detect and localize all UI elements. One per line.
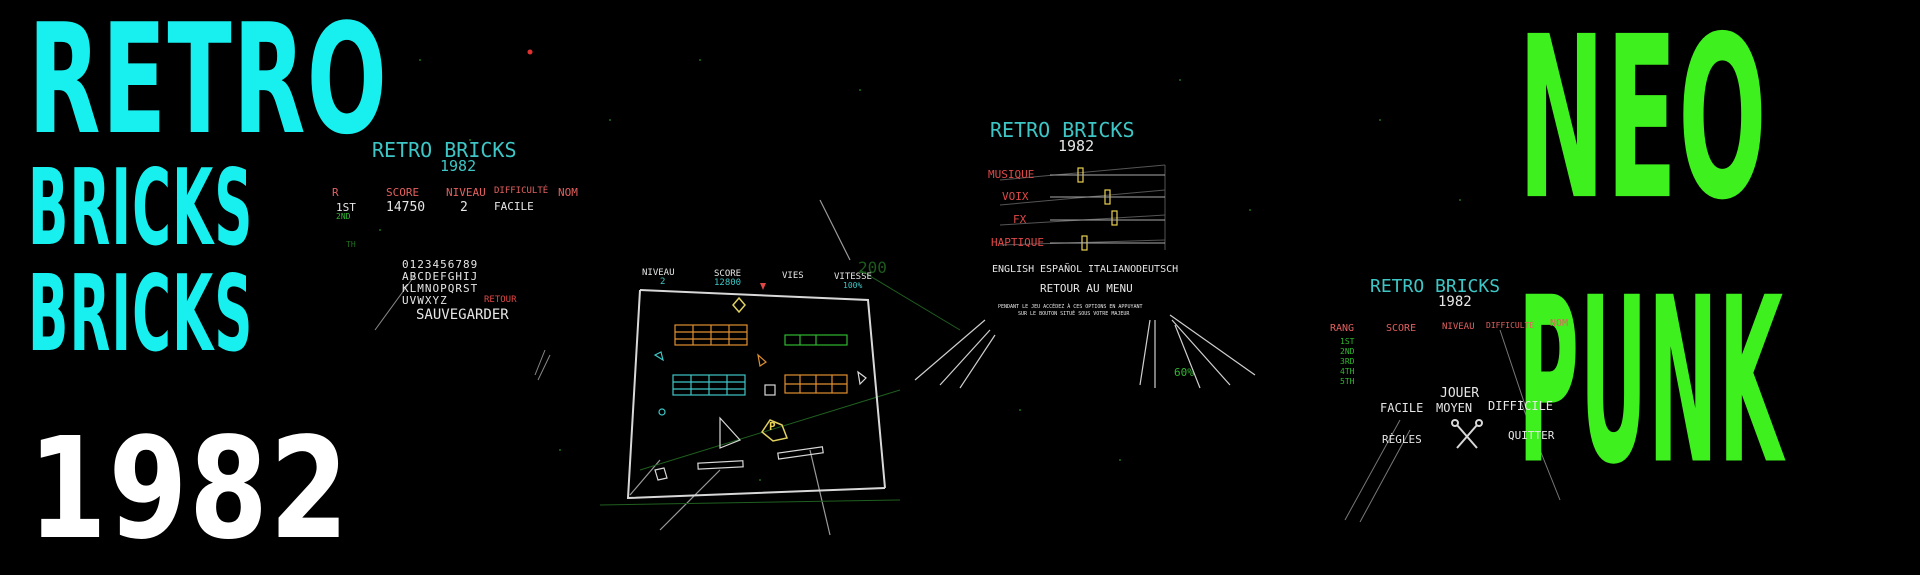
screen4-rank-4: 4TH [1340, 367, 1355, 376]
title-neo: NEO [1518, 0, 1768, 250]
screen4-header-name: NOM [1550, 318, 1569, 329]
powerup-letter: P [769, 420, 776, 433]
options-percent: 60% [1174, 366, 1194, 379]
difficulty-easy[interactable]: FACILE [1380, 401, 1424, 415]
hud-speed-label: VITESSE [834, 272, 872, 282]
red-dot [527, 49, 533, 55]
lang-english[interactable]: ENGLISH [992, 264, 1035, 275]
lang-italiano[interactable]: ITALIANO [1088, 264, 1137, 275]
hud-lives-label: VIES [782, 271, 804, 281]
keyboard-back-button[interactable]: RETOUR [484, 295, 517, 305]
screen4-rank-5: 5TH [1340, 377, 1355, 386]
option-music[interactable]: MUSIQUE [988, 168, 1035, 181]
screen1-header-rank: R [332, 186, 339, 199]
lang-espanol[interactable]: ESPAÑOL [1040, 264, 1083, 275]
screen4-header-score: SCORE [1386, 323, 1417, 334]
screen4-rank-1: 1ST [1340, 337, 1355, 346]
option-voice[interactable]: VOIX [1002, 190, 1029, 203]
keyboard-row-a-j[interactable]: ABCDEFGHIJ [402, 270, 479, 283]
screen1-header-score: SCORE [386, 186, 420, 199]
game-field [626, 289, 886, 500]
screen4-rank-2: 2ND [1340, 347, 1355, 356]
keyboard-row-digits[interactable]: 0123456789 [402, 258, 479, 271]
screen1-difficulty: FACILE [494, 200, 534, 213]
options-note-line1: PENDANT LE JEU ACCÉDEZ À CES OPTIONS EN … [998, 304, 1143, 310]
save-button[interactable]: SAUVEGARDER [416, 307, 509, 323]
screen1-rank: 1ST [336, 201, 356, 214]
difficulty-medium[interactable]: MOYEN [1436, 401, 1473, 415]
option-fx[interactable]: FX [1013, 213, 1027, 226]
screen4-header-rank: RANG [1330, 323, 1355, 334]
screen1-header-difficulty: DIFFICULTÉ [494, 186, 549, 196]
rules-button[interactable]: RÈGLES [1382, 433, 1422, 446]
screen1-header-level: NIVEAU [446, 186, 486, 199]
screen4-rank-3: 3RD [1340, 357, 1355, 366]
screen4-header-difficulty: DIFFICULTÉ [1486, 321, 1535, 330]
keyboard-row-u-z[interactable]: UVWXYZ [402, 294, 448, 307]
screen1-title: RETRO BRICKS [372, 138, 517, 162]
screen4-title: RETRO BRICKS [1370, 276, 1501, 297]
screen4-year: 1982 [1438, 294, 1472, 310]
hud-level-label: NIVEAU [642, 268, 675, 278]
play-button[interactable]: JOUER [1440, 386, 1480, 401]
options-note-line2: SUR LE BOUTON SITUÉ SOUS VOTRE MAJEUR [1018, 311, 1130, 317]
title-bricks-2: BRICKS [28, 252, 254, 376]
back-to-menu-button[interactable]: RETOUR AU MENU [1040, 282, 1133, 295]
title-punk: PUNK [1518, 249, 1784, 516]
hud-level-value: 2 [660, 277, 666, 287]
hud-speed-value: 100% [843, 281, 863, 290]
screen1-level: 2 [460, 200, 468, 215]
keyboard-row-k-t[interactable]: KLMNOPQRST [402, 282, 479, 295]
hud-score-label: SCORE [714, 269, 742, 279]
screen1-header-name: NOM [558, 186, 578, 199]
score-popup: 200 [858, 258, 887, 277]
screen3-year: 1982 [1058, 137, 1095, 155]
screen1-rank-tail: TH [346, 240, 356, 249]
quit-button[interactable]: QUITTER [1508, 429, 1555, 442]
screen4-header-level: NIVEAU [1442, 322, 1475, 332]
tools-icon [1451, 419, 1483, 449]
option-haptic[interactable]: HAPTIQUE [991, 236, 1044, 249]
hud-score-value: 12800 [714, 278, 742, 288]
screen3-title: RETRO BRICKS [990, 118, 1135, 142]
title-year: 1982 [28, 408, 351, 571]
screen1-year: 1982 [440, 157, 477, 175]
difficulty-hard[interactable]: DIFFICILE [1488, 399, 1554, 413]
screen1-score: 14750 [386, 200, 426, 215]
title-retro: RETRO [28, 0, 389, 168]
screen1-rank2: 2ND [336, 212, 351, 221]
lang-deutsch[interactable]: DEUTSCH [1136, 264, 1179, 275]
title-bricks-1: BRICKS [28, 146, 254, 270]
